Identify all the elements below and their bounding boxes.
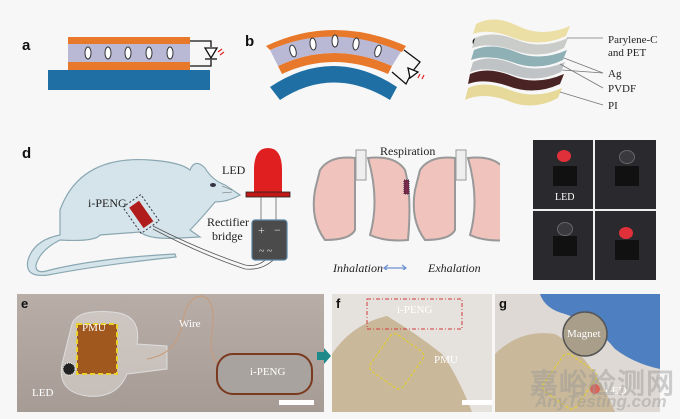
- label-bridge: bridge: [212, 229, 243, 243]
- panel-d-label: d: [22, 145, 32, 162]
- scale-bar: [462, 400, 492, 405]
- substrate-curved: [270, 66, 397, 100]
- label-magnet: Magnet: [567, 328, 601, 340]
- label-inhalation: Inhalation: [333, 261, 383, 275]
- led-photo-label: LED: [555, 192, 575, 203]
- label-ipeng: i-PENG: [250, 366, 286, 378]
- layer-parylene-pet: [473, 19, 570, 43]
- led-bulb-icon: [254, 148, 282, 192]
- scale-bar: [279, 400, 314, 405]
- panel-a-diagram: [48, 37, 225, 90]
- led-off-icon: [619, 150, 635, 164]
- rat-illustration: [26, 148, 291, 277]
- led-on-icon: [619, 227, 633, 239]
- magnet-icon: [562, 311, 608, 357]
- panel-f-label: f: [336, 296, 341, 311]
- label-wire: Wire: [179, 318, 201, 330]
- label-ipeng: i-PENG: [88, 196, 127, 210]
- rat-eye-icon: [210, 183, 216, 187]
- bottom-electrode: [68, 62, 190, 70]
- rectifier-bridge-icon: [251, 219, 288, 261]
- lead-wires: [152, 225, 279, 270]
- label-led: LED: [605, 385, 627, 397]
- bottom-electrode-curved: [278, 53, 392, 74]
- top-electrode: [68, 37, 190, 44]
- ipeng-outline: [366, 298, 463, 330]
- light-emission-icon: [217, 48, 225, 56]
- label-ag: Ag: [608, 68, 622, 80]
- led-circuit-icon: [190, 40, 219, 67]
- label-pmu: PMU: [82, 322, 106, 334]
- panel-g-label: g: [499, 296, 507, 311]
- led-off-icon: [557, 222, 573, 236]
- dipoles: [84, 46, 174, 60]
- panel-g-photo: g Magnet LED: [495, 294, 660, 412]
- led-on-icon: [557, 150, 571, 162]
- label-led: LED: [32, 387, 54, 399]
- panel-e-label: e: [21, 296, 29, 311]
- bidirectional-arrow-icon: [383, 264, 407, 270]
- layer-pi: [465, 84, 562, 106]
- panel-a-label: a: [22, 37, 31, 54]
- layer-pvdf-film: [471, 46, 567, 67]
- label-rectifier: Rectifier: [207, 215, 249, 229]
- layer-ag-top: [472, 34, 568, 55]
- label-respiration: Respiration: [380, 144, 436, 158]
- label-led: LED: [222, 163, 246, 177]
- label-pet: and PET: [608, 47, 647, 59]
- panel-b-label: b: [245, 33, 255, 50]
- lung-inhalation: [312, 149, 411, 242]
- layer-ag-bottom: [470, 58, 565, 79]
- rat-skin: [332, 316, 472, 412]
- pmu-board: [76, 323, 118, 375]
- top-electrode-curved: [266, 30, 406, 52]
- panel-b-diagram: [266, 30, 425, 100]
- label-parylene: Parylene-C: [608, 34, 658, 46]
- rat-body: [26, 158, 242, 277]
- layer-pvdf: [468, 70, 564, 91]
- label-pi: PI: [608, 100, 618, 112]
- label-plus: +: [258, 223, 265, 237]
- panel-c-layer-stack: [465, 19, 604, 106]
- wire: [146, 295, 228, 367]
- panel-f-photo: f i-PENG PMU: [332, 294, 492, 412]
- ipeng-device: [216, 353, 313, 395]
- led-glow-icon: [590, 384, 600, 394]
- label-ipeng: i-PENG: [397, 304, 433, 316]
- led-component: [62, 362, 76, 376]
- label-ac: ~ ~: [259, 246, 273, 257]
- label-pvdf: PVDF: [608, 83, 637, 95]
- lungs-illustration: [312, 149, 500, 270]
- ipeng-implant: [129, 200, 154, 229]
- watermark-en: AnyTesting.com: [535, 392, 667, 411]
- label-pmu: PMU: [434, 354, 458, 366]
- panel-e-photo: e PMU Wire i-PENG LED: [17, 294, 324, 412]
- watermark-cn: 嘉峪检测网: [530, 368, 676, 399]
- label-exhalation: Exhalation: [428, 261, 481, 275]
- arrow-right-icon: [317, 348, 331, 364]
- led-circuit-icon: [391, 49, 421, 86]
- substrate: [48, 70, 210, 90]
- label-minus: −: [274, 223, 281, 237]
- lung-exhalation: [412, 149, 500, 242]
- rat-skin: [495, 333, 615, 412]
- piezo-layer-curved: [270, 36, 402, 66]
- led-photo-grid: LED: [533, 140, 656, 280]
